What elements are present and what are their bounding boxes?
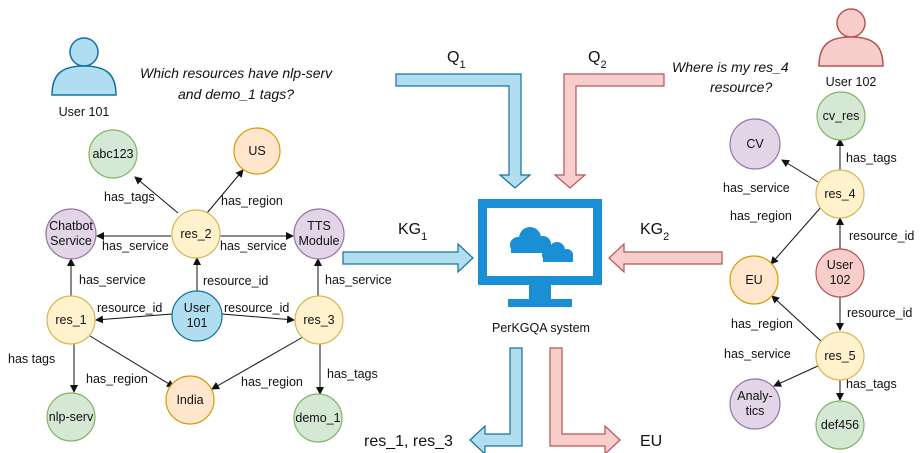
svg-text:res_2: res_2 xyxy=(180,227,211,241)
answer-1-text: res_1, res_3 xyxy=(364,433,453,450)
edge-res2-has-service-left: has_service xyxy=(102,239,169,253)
perkgqa-monitor-icon xyxy=(478,199,602,307)
svg-text:India: India xyxy=(176,393,203,407)
node-res-5: res_5 xyxy=(815,331,865,381)
svg-text:tics: tics xyxy=(746,404,765,418)
edge-user-resource-id-res1: resource_id xyxy=(97,301,162,315)
edge-res5-has-service: has_service xyxy=(724,347,791,361)
kg1-arrow xyxy=(342,242,474,274)
question-1-line-1: Which resources have nlp-serv xyxy=(140,65,333,81)
q2-arrow xyxy=(553,73,665,189)
kg2-arrow xyxy=(608,242,723,274)
edge-res4-has-tags: has_tags xyxy=(846,151,897,165)
svg-text:def456: def456 xyxy=(821,418,859,432)
node-res-1: res_1 xyxy=(46,295,96,345)
node-user-101: User 101 xyxy=(171,290,223,342)
kg2-edge-labels: has_tags has_service has_region resource… xyxy=(723,151,914,391)
user-101-icon xyxy=(51,37,117,96)
svg-text:res_3: res_3 xyxy=(303,313,334,327)
node-eu: EU xyxy=(729,255,779,305)
edge-res3-has-region: has_region xyxy=(241,375,303,389)
node-us: US xyxy=(233,127,281,175)
svg-text:US: US xyxy=(248,144,265,158)
node-nlp-serv: nlp-serv xyxy=(46,392,96,442)
question-2-line-1: Where is my res_4 xyxy=(672,59,789,75)
edge-user-resource-id-res5: resource_id xyxy=(847,306,912,320)
svg-text:User: User xyxy=(827,258,853,272)
edge-res2-has-tags: has_tags xyxy=(104,190,155,204)
node-res-3: res_3 xyxy=(294,295,344,345)
svg-text:102: 102 xyxy=(830,273,851,287)
edge-res3-has-tags: has_tags xyxy=(327,367,378,381)
q2-label: Q2 xyxy=(588,49,607,71)
svg-text:nlp-serv: nlp-serv xyxy=(49,410,94,424)
q1-arrow xyxy=(395,73,532,189)
svg-text:res_5: res_5 xyxy=(824,349,855,363)
user-102-label: User 102 xyxy=(826,75,877,89)
edge-res2-has-service-right: has_service xyxy=(220,239,287,253)
edge-user-resource-id-res3: resource_id xyxy=(224,301,289,315)
question-1-line-2: and demo_1 tags? xyxy=(178,86,294,102)
node-abc123: abc123 xyxy=(88,129,138,179)
edge-res1-has-tags: has tags xyxy=(8,352,55,366)
kg1-edge-labels: has_tags has_region has_service has_serv… xyxy=(8,190,392,389)
kg1-label: KG1 xyxy=(398,221,427,243)
node-cv: CV xyxy=(729,118,781,170)
node-tts-module: TTS Module xyxy=(293,208,345,260)
node-india: India xyxy=(165,375,215,425)
node-res-4: res_4 xyxy=(815,169,865,219)
user-101-label: User 101 xyxy=(59,105,110,119)
user-102-icon xyxy=(818,8,884,67)
svg-text:Analy-: Analy- xyxy=(737,389,772,403)
system-label: PerKGQA system xyxy=(492,321,590,335)
kg1-edges xyxy=(67,169,324,395)
svg-text:res_4: res_4 xyxy=(824,187,855,201)
kg2-nodes: cv_res CV res_4 EU User 102 res_5 Analy-… xyxy=(729,91,866,450)
node-demo-1: demo_1 xyxy=(293,393,343,443)
svg-text:cv_res: cv_res xyxy=(823,109,860,123)
kg2-label: KG2 xyxy=(640,221,669,243)
edge-res5-has-tags: has_tags xyxy=(846,377,897,391)
edge-res4-has-region: has_region xyxy=(730,209,792,223)
node-cv-res: cv_res xyxy=(816,91,866,141)
svg-text:CV: CV xyxy=(746,137,764,151)
svg-text:EU: EU xyxy=(745,273,762,287)
edge-user-resource-id-res4: resource_id xyxy=(849,229,914,243)
question-2-line-2: resource? xyxy=(710,79,772,95)
svg-text:Service: Service xyxy=(50,234,92,248)
svg-text:User: User xyxy=(184,301,210,315)
edge-res2-has-region: has_region xyxy=(221,194,283,208)
edge-res3-has-service: has_service xyxy=(325,273,392,287)
node-chatbot-service: Chatbot Service xyxy=(45,208,97,260)
edge-res4-has-service: has_service xyxy=(723,181,790,195)
answer-2-text: EU xyxy=(640,433,662,450)
kg2-edges xyxy=(770,138,844,401)
answer-2-arrow xyxy=(549,347,621,453)
svg-text:101: 101 xyxy=(187,316,208,330)
edge-res1-has-region: has_region xyxy=(86,372,148,386)
svg-text:abc123: abc123 xyxy=(92,147,133,161)
q1-label: Q1 xyxy=(447,49,466,71)
answer-1-arrow xyxy=(469,347,523,453)
svg-text:Chatbot: Chatbot xyxy=(49,219,93,233)
edge-user-resource-id-res2: resource_id xyxy=(203,274,268,288)
svg-text:TTS: TTS xyxy=(307,219,331,233)
edge-res5-has-region: has_region xyxy=(731,317,793,331)
node-res-2: res_2 xyxy=(171,209,221,259)
svg-text:res_1: res_1 xyxy=(55,313,86,327)
node-analytics: Analy- tics xyxy=(729,378,781,430)
edge-res1-has-service: has_service xyxy=(79,273,146,287)
node-user-102: User 102 xyxy=(815,248,865,298)
node-def456: def456 xyxy=(815,400,865,450)
svg-text:demo_1: demo_1 xyxy=(295,411,340,425)
svg-text:Module: Module xyxy=(299,234,340,248)
kg1-nodes: abc123 US Chatbot Service res_2 TTS Modu… xyxy=(45,127,345,443)
